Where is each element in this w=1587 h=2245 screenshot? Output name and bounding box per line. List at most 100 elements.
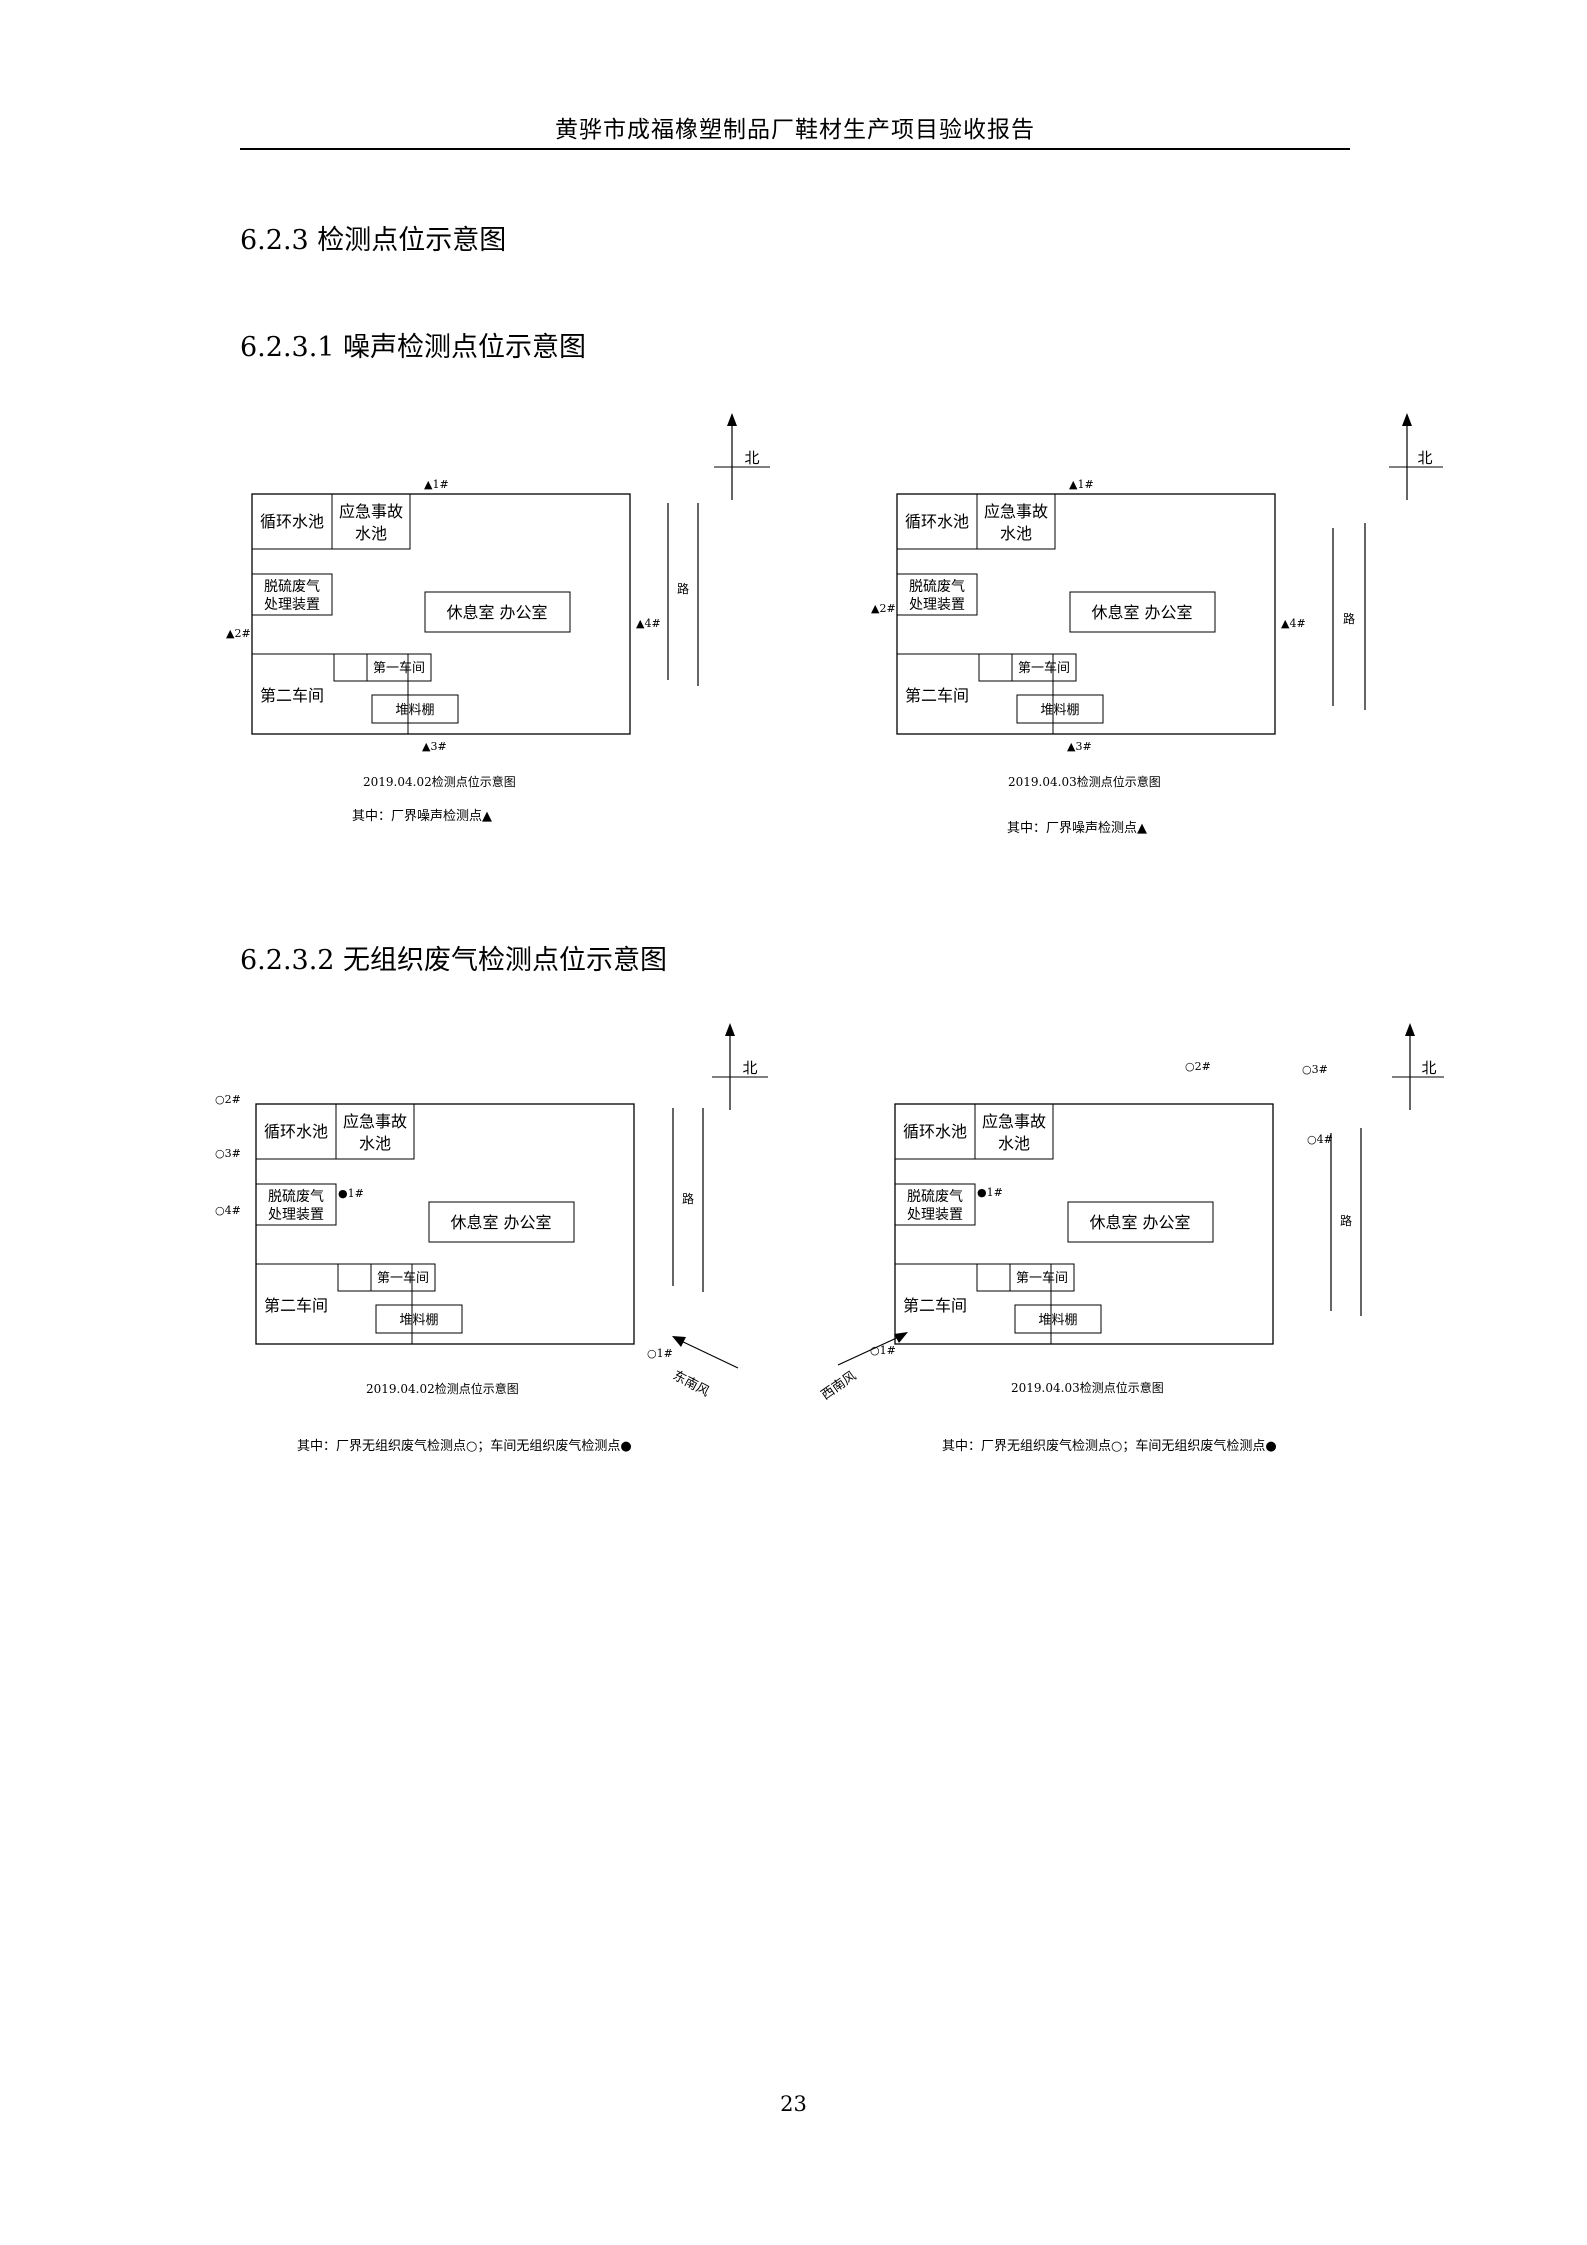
gas-caption-0402: 2019.04.02检测点位示意图 (366, 1382, 519, 1396)
rest-office-label: 休息室 办公室 (450, 1213, 551, 1232)
gas-boundary-point-1: ○1# (870, 1344, 896, 1357)
desulf-box (255, 1183, 337, 1226)
emergency-pool-box (335, 1103, 415, 1160)
emergency-pool-box (974, 1103, 1054, 1160)
pool-label: 循环水池 (260, 512, 324, 531)
small-box (976, 1263, 1011, 1292)
gas-caption-0403: 2019.04.03检测点位示意图 (1011, 1381, 1164, 1395)
noise-caption-0402: 2019.04.02检测点位示意图 (363, 775, 516, 789)
section-heading-noise: 6.2.3.1 噪声检测点位示意图 (240, 332, 587, 363)
noise-legend-0402: 其中：厂界噪声检测点▲ (352, 809, 492, 824)
gas-legend-0402: 其中：厂界无组织废气检测点○；车间无组织废气检测点● (297, 1439, 632, 1454)
pool-label: 循环水池 (903, 1122, 967, 1141)
rest-office-box (1067, 1201, 1214, 1243)
emergency-label-line2: 水池 (998, 1134, 1030, 1153)
north-arrow-icon (1402, 413, 1412, 426)
shed-box (1014, 1304, 1102, 1334)
gas-diagram-0403: 循环水池 应急事故 水池 脱硫废气 处理装置 休息室 办公室 第二车间 第一车间… (818, 1023, 1444, 1403)
noise-diagram-0403: 循环水池 应急事故 水池 脱硫废气 处理装置 休息室 办公室 第二车间 第一车间… (855, 413, 1443, 753)
north-label: 北 (744, 449, 759, 467)
wind-arrow-icon (672, 1336, 686, 1347)
emergency-label-line1: 应急事故 (343, 1112, 407, 1131)
emergency-label-line2: 水池 (1000, 524, 1032, 543)
pool-label: 循环水池 (264, 1122, 328, 1141)
shed-label: 堆料棚 (1038, 1313, 1077, 1328)
shed-label: 堆料棚 (399, 1313, 438, 1328)
emergency-label-line1: 应急事故 (339, 502, 403, 521)
gas-boundary-point-3: ○3# (215, 1147, 241, 1160)
workshop1-box (370, 1263, 436, 1292)
gas-diagram-0402: 循环水池 应急事故 水池 脱硫废气 处理装置 休息室 办公室 第二车间 第一车间… (210, 1023, 790, 1400)
gas-boundary-point-1: ○1# (647, 1347, 673, 1360)
wind-arrow-line (676, 1338, 739, 1369)
workshop1-box (1011, 653, 1077, 682)
workshop2-label: 第二车间 (903, 1296, 967, 1315)
workshop2-label: 第二车间 (260, 686, 324, 705)
desulf-label-line1: 脱硫废气 (264, 579, 320, 595)
rest-office-label: 休息室 办公室 (1091, 603, 1192, 622)
small-box (337, 1263, 372, 1292)
small-box (978, 653, 1013, 682)
north-arrow-icon (1405, 1023, 1415, 1036)
shed-label: 堆料棚 (395, 703, 434, 718)
wind-direction-label: 东南风 (670, 1367, 712, 1399)
shed-box (371, 694, 459, 724)
workshop1-label: 第一车间 (1016, 1270, 1068, 1286)
emergency-label-line1: 应急事故 (982, 1112, 1046, 1131)
road-label: 路 (1340, 1213, 1352, 1228)
gas-boundary-point-4: ○4# (215, 1204, 241, 1217)
page-number: 23 (780, 2092, 807, 2116)
wind-arrow-icon (894, 1332, 908, 1343)
section-heading-6-2-3: 6.2.3 检测点位示意图 (240, 225, 507, 256)
emergency-pool-box (331, 493, 411, 550)
north-label: 北 (1417, 449, 1432, 467)
shed-label: 堆料棚 (1040, 703, 1079, 718)
road-label: 路 (677, 581, 689, 596)
gas-boundary-point-4: ○4# (1307, 1133, 1333, 1146)
pool-label: 循环水池 (905, 512, 969, 531)
gas-boundary-point-2: ○2# (215, 1093, 241, 1106)
noise-point-2: ▲2# (226, 627, 251, 640)
workshop1-label: 第一车间 (377, 1270, 429, 1286)
wind-arrow-line (837, 1334, 904, 1366)
rest-office-box (1069, 591, 1216, 633)
north-arrow-icon (727, 413, 737, 426)
small-box (333, 653, 368, 682)
report-header-title: 黄骅市成福橡塑制品厂鞋材生产项目验收报告 (555, 117, 1035, 143)
north-label: 北 (1421, 1059, 1436, 1077)
rest-office-label: 休息室 办公室 (446, 603, 547, 622)
emergency-label-line1: 应急事故 (984, 502, 1048, 521)
desulf-label-line2: 处理装置 (907, 1207, 963, 1223)
shed-box (375, 1304, 463, 1334)
workshop1-box (1009, 1263, 1075, 1292)
desulf-label-line2: 处理装置 (264, 597, 320, 613)
noise-point-1: ▲1# (424, 478, 449, 491)
workshop1-box (366, 653, 432, 682)
emergency-label-line2: 水池 (355, 524, 387, 543)
workshop1-label: 第一车间 (373, 660, 425, 676)
noise-caption-0403: 2019.04.03检测点位示意图 (1008, 775, 1161, 789)
gas-legend-0403: 其中：厂界无组织废气检测点○；车间无组织废气检测点● (942, 1439, 1277, 1454)
north-arrow-icon (725, 1023, 735, 1036)
desulf-label-line1: 脱硫废气 (909, 579, 965, 595)
gas-boundary-point-3: ○3# (1302, 1063, 1328, 1076)
road-label: 路 (1343, 611, 1355, 626)
rest-office-box (428, 1201, 575, 1243)
desulf-label-line1: 脱硫废气 (907, 1189, 963, 1205)
noise-point-1: ▲1# (1069, 478, 1094, 491)
section-heading-gas: 6.2.3.2 无组织废气检测点位示意图 (240, 945, 668, 976)
header-divider (240, 148, 1350, 150)
desulf-box (894, 1183, 976, 1226)
desulf-box (896, 573, 978, 616)
north-label: 北 (742, 1059, 757, 1077)
desulf-box (251, 573, 333, 616)
workshop2-label: 第二车间 (905, 686, 969, 705)
noise-point-4: ▲4# (1281, 617, 1306, 630)
gas-boundary-point-2: ○2# (1185, 1060, 1211, 1073)
noise-point-3: ▲3# (1067, 740, 1092, 753)
rest-office-box (424, 591, 571, 633)
noise-point-3: ▲3# (422, 740, 447, 753)
gas-workshop-point-1: ●1# (338, 1187, 364, 1200)
gas-workshop-point-1: ●1# (977, 1186, 1003, 1199)
desulf-label-line2: 处理装置 (268, 1207, 324, 1223)
